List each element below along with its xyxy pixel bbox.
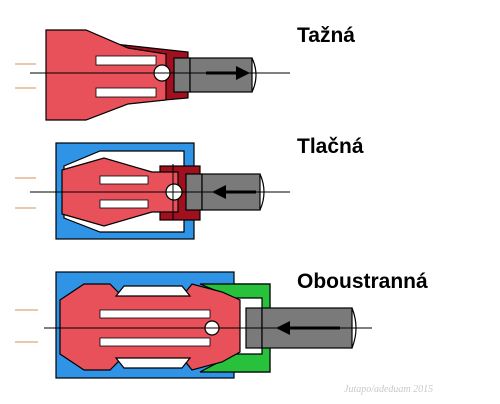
inner-slot — [99, 175, 149, 185]
arrow-right-icon — [236, 66, 250, 80]
red-double-collet — [59, 283, 241, 371]
arrow-left-icon — [212, 185, 226, 199]
arrow-left-icon — [276, 321, 290, 335]
rod-end-curve — [251, 57, 257, 93]
piston-head — [173, 57, 191, 93]
inner-slot — [95, 87, 157, 98]
push-cylinder — [15, 142, 290, 240]
inner-slot — [95, 55, 157, 66]
label-double: Oboustranná — [297, 270, 428, 293]
label-pull: Tažná — [297, 24, 355, 47]
red-body — [45, 29, 167, 121]
white-window — [114, 285, 192, 297]
watermark: Jutapo/adeduam 2015 — [344, 384, 434, 395]
inner-slot — [99, 337, 211, 347]
label-push: Tlačná — [297, 135, 364, 158]
double-acting-cylinder — [15, 271, 372, 379]
white-window — [114, 357, 192, 369]
inner-slot — [99, 309, 211, 319]
pull-cylinder — [15, 29, 290, 121]
inner-slot — [99, 199, 149, 209]
